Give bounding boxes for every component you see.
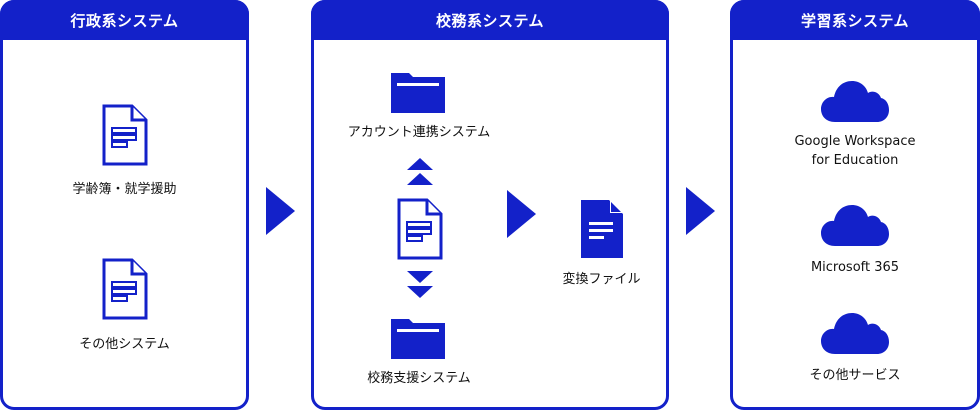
arrow-right-icon bbox=[686, 187, 715, 235]
arrow-right-icon bbox=[507, 190, 536, 238]
arrow-up-icon bbox=[407, 173, 433, 185]
item-converted-file: 変換ファイル bbox=[539, 198, 664, 289]
item-google-workspace: Google Workspace for Education bbox=[733, 80, 977, 170]
item-school-support-system: 校務支援システム bbox=[314, 319, 524, 388]
document-filled-icon bbox=[579, 198, 625, 260]
item-label: その他システム bbox=[79, 337, 170, 352]
item-school-affairs-document bbox=[397, 198, 443, 260]
panel-title: 学習系システム bbox=[730, 0, 980, 40]
arrow-right-icon bbox=[266, 187, 295, 235]
panel-school-affairs-system: 校務系システム アカウント連携システム bbox=[311, 0, 669, 410]
item-other-services: その他サービス bbox=[733, 312, 977, 385]
panel-title: 行政系システム bbox=[0, 0, 249, 40]
document-outline-icon bbox=[102, 258, 148, 320]
arrow-down-icon bbox=[407, 286, 433, 298]
panel-administrative-system: 行政系システム 学齢簿・就学援助 その他システム bbox=[0, 0, 249, 410]
panel-title: 校務系システム bbox=[311, 0, 669, 40]
item-microsoft-365: Microsoft 365 bbox=[733, 204, 977, 277]
folder-icon bbox=[391, 319, 447, 359]
folder-icon bbox=[391, 73, 447, 113]
item-label: その他サービス bbox=[809, 368, 901, 383]
item-label-line1: Google Workspace bbox=[794, 134, 916, 149]
item-label: アカウント連携システム bbox=[347, 125, 491, 140]
item-label: 変換ファイル bbox=[562, 272, 641, 287]
item-label: 校務支援システム bbox=[367, 371, 471, 386]
item-other-system: その他システム bbox=[3, 258, 246, 354]
arrow-up-icon bbox=[407, 158, 433, 170]
item-account-linkage-system: アカウント連携システム bbox=[314, 73, 524, 142]
item-label: Microsoft 365 bbox=[810, 260, 900, 275]
document-outline-icon bbox=[397, 198, 443, 260]
item-label-line2: for Education bbox=[811, 153, 899, 168]
item-label: 学齢簿・就学援助 bbox=[72, 182, 177, 197]
document-outline-icon bbox=[102, 104, 148, 166]
item-school-register: 学齢簿・就学援助 bbox=[3, 104, 246, 199]
panel-learning-system: 学習系システム Google Workspace for Education M… bbox=[730, 0, 980, 410]
cloud-icon bbox=[821, 204, 889, 246]
cloud-icon bbox=[821, 80, 889, 122]
arrow-down-icon bbox=[407, 271, 433, 283]
cloud-icon bbox=[821, 312, 889, 354]
